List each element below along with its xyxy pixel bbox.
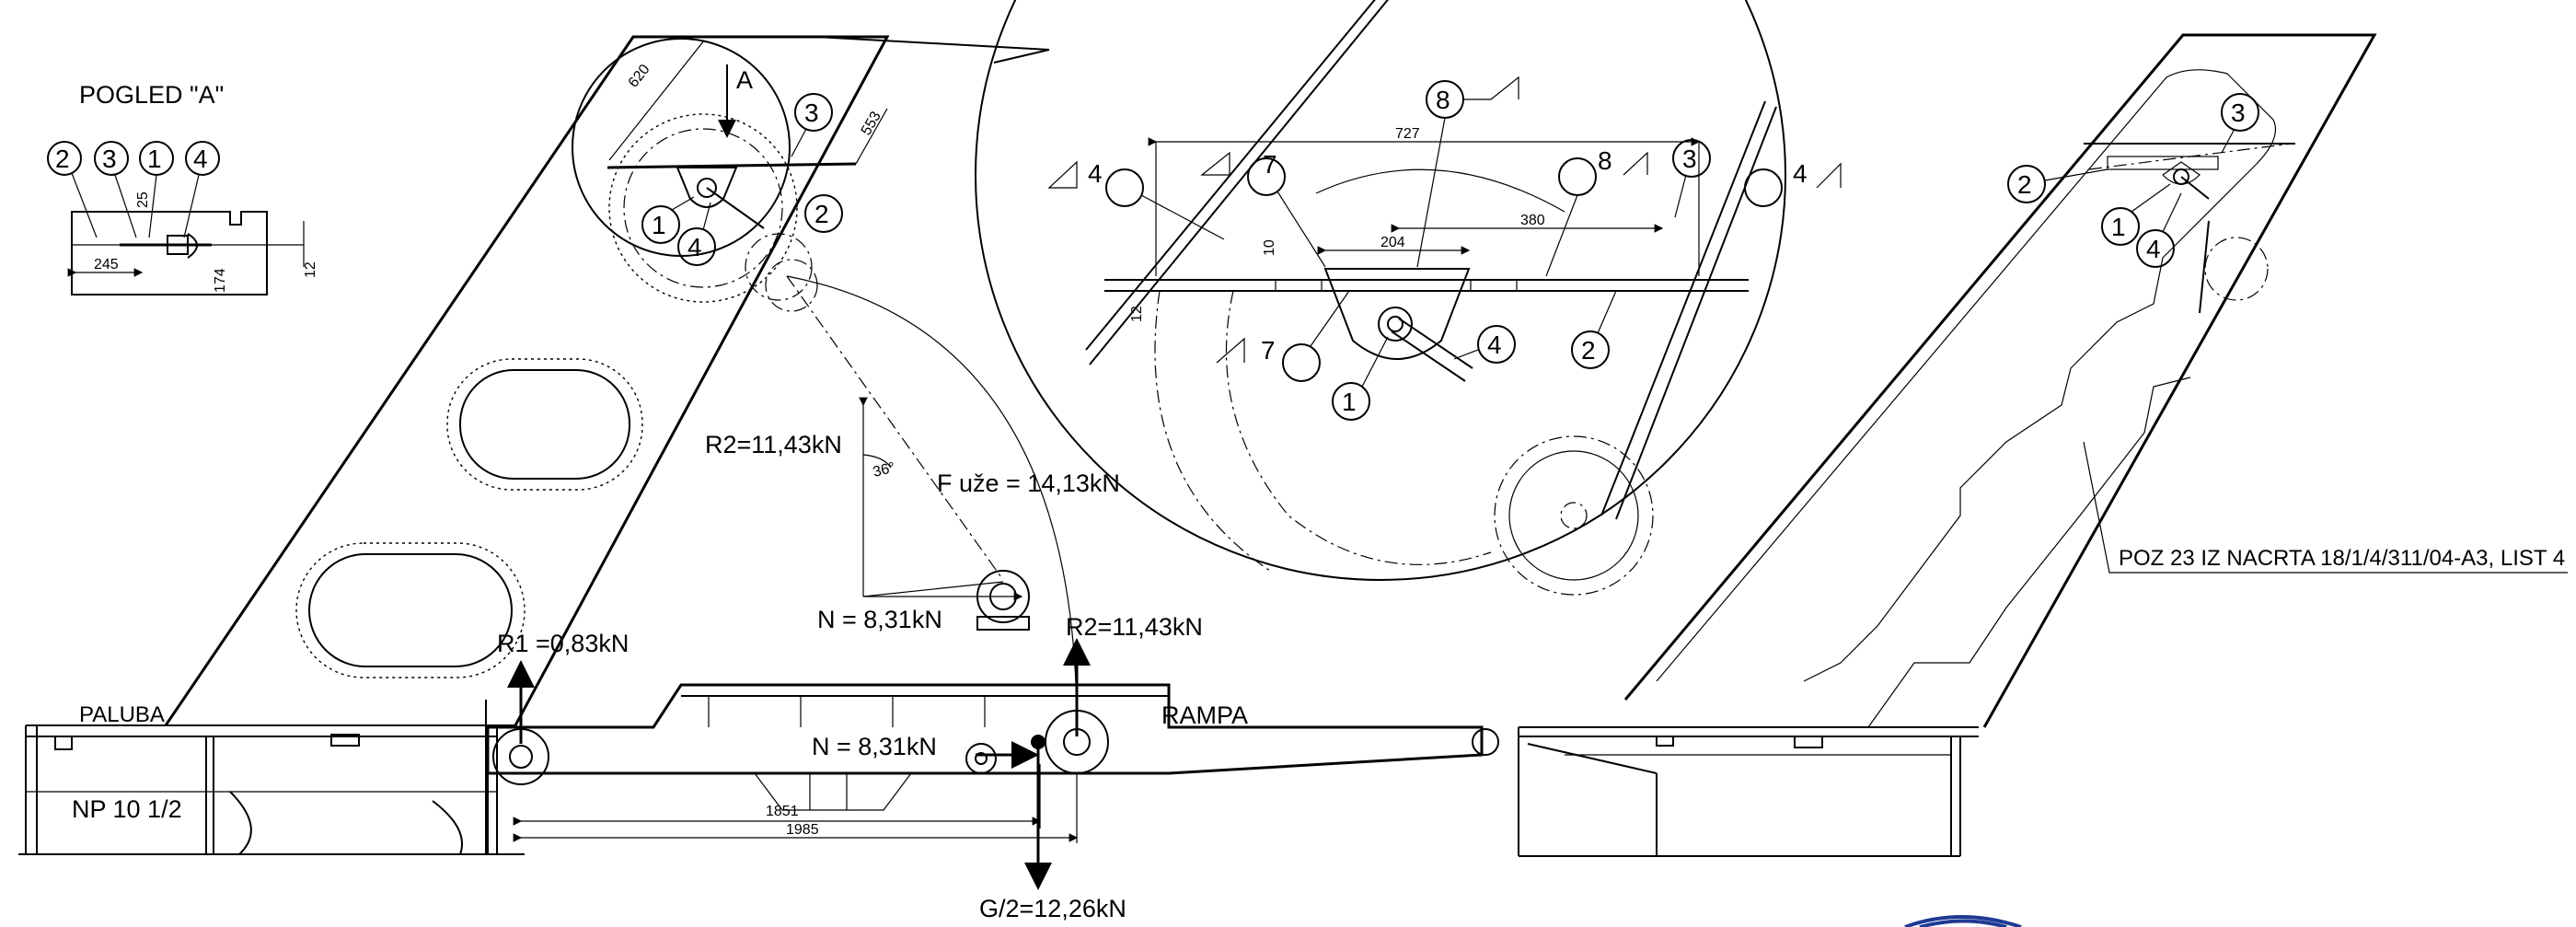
svg-text:2: 2 xyxy=(1581,336,1596,365)
svg-text:1: 1 xyxy=(147,145,162,173)
dim-204: 204 xyxy=(1380,235,1405,250)
main-view: PALUBA NP 10 1/2 620 553 xyxy=(18,35,1499,922)
force-r2-top: R2=11,43kN xyxy=(705,431,842,458)
svg-text:3: 3 xyxy=(804,98,819,127)
svg-text:2: 2 xyxy=(2017,170,2032,199)
angle-36: 36° xyxy=(872,460,897,481)
dim-12: 12 xyxy=(303,261,318,278)
force-arrows: R1 =0,83kN R2=11,43kN N = 8,31kN G/2=12,… xyxy=(497,613,1203,922)
dim-553: 553 xyxy=(859,109,884,138)
dim-1985: 1985 xyxy=(786,822,819,838)
dim-620: 620 xyxy=(626,62,653,91)
label-rampa: RAMPA xyxy=(1161,701,1248,729)
force-f-uze: F uže = 14,13kN xyxy=(937,469,1120,497)
hatch-plate xyxy=(164,35,890,726)
svg-text:3: 3 xyxy=(2231,98,2246,127)
force-r1: R1 =0,83kN xyxy=(497,630,629,657)
detail-circle xyxy=(975,0,1786,581)
svg-text:7: 7 xyxy=(1263,150,1277,179)
ramp: RAMPA 1851 1985 xyxy=(485,683,1499,854)
force-r2-right: R2=11,43kN xyxy=(1066,613,1203,641)
label-paluba: PALUBA xyxy=(79,702,165,727)
view-a: POGLED "A" 2 3 1 4 245 25 174 12 xyxy=(47,81,318,295)
svg-text:3: 3 xyxy=(1682,145,1697,173)
svg-text:1: 1 xyxy=(2111,213,2126,241)
dim-245: 245 xyxy=(94,257,119,272)
force-diagram: 36° R2=11,43kN F uže = 14,13kN N = 8,31k… xyxy=(705,275,1120,728)
dim-10: 10 xyxy=(1262,239,1277,256)
deck-structure: PALUBA NP 10 1/2 xyxy=(18,702,525,855)
svg-text:4: 4 xyxy=(2146,235,2161,263)
stamp-seal xyxy=(1904,915,2022,927)
svg-text:1: 1 xyxy=(652,211,666,239)
svg-text:4: 4 xyxy=(687,233,702,261)
svg-text:4: 4 xyxy=(1487,330,1502,359)
right-view-note: POZ 23 IZ NACRTA 18/1/4/311/04-A3, LIST … xyxy=(2119,546,2565,571)
svg-text:2: 2 xyxy=(814,200,829,228)
dim-380: 380 xyxy=(1520,213,1545,228)
dim-174: 174 xyxy=(213,268,228,293)
view-a-balloons: 2 3 1 4 xyxy=(47,141,220,238)
right-view: 3 2 1 4 POZ 23 IZ NACRTA 18/1/4/311/04-A… xyxy=(1518,33,2568,857)
dim-727: 727 xyxy=(1395,126,1420,142)
label-arrow-a: A xyxy=(736,66,753,94)
force-g2: G/2=12,26kN xyxy=(979,895,1126,922)
dim-25: 25 xyxy=(135,191,151,208)
top-detail-circle: 620 553 A 3 2 1 4 xyxy=(572,36,1050,312)
svg-text:8: 8 xyxy=(1436,86,1450,114)
view-a-title: POGLED "A" xyxy=(79,81,224,109)
svg-text:4: 4 xyxy=(1088,159,1103,188)
dim-1851: 1851 xyxy=(766,804,799,819)
svg-text:2: 2 xyxy=(55,145,70,173)
detail-view: 727 380 204 10 12 8 4 7 8 3 4 4 2 7 1 xyxy=(975,0,1842,596)
force-n-top: N = 8,31kN xyxy=(817,606,942,633)
svg-text:3: 3 xyxy=(102,145,117,173)
svg-text:4: 4 xyxy=(1793,159,1808,188)
force-n-bottom: N = 8,31kN xyxy=(812,733,937,760)
svg-text:1: 1 xyxy=(1342,388,1357,416)
dim-12-detail: 12 xyxy=(1129,306,1145,322)
svg-text:7: 7 xyxy=(1261,336,1276,365)
svg-text:4: 4 xyxy=(193,145,208,173)
view-a-plate xyxy=(71,211,268,295)
svg-text:8: 8 xyxy=(1598,146,1612,175)
label-np: NP 10 1/2 xyxy=(72,795,182,823)
